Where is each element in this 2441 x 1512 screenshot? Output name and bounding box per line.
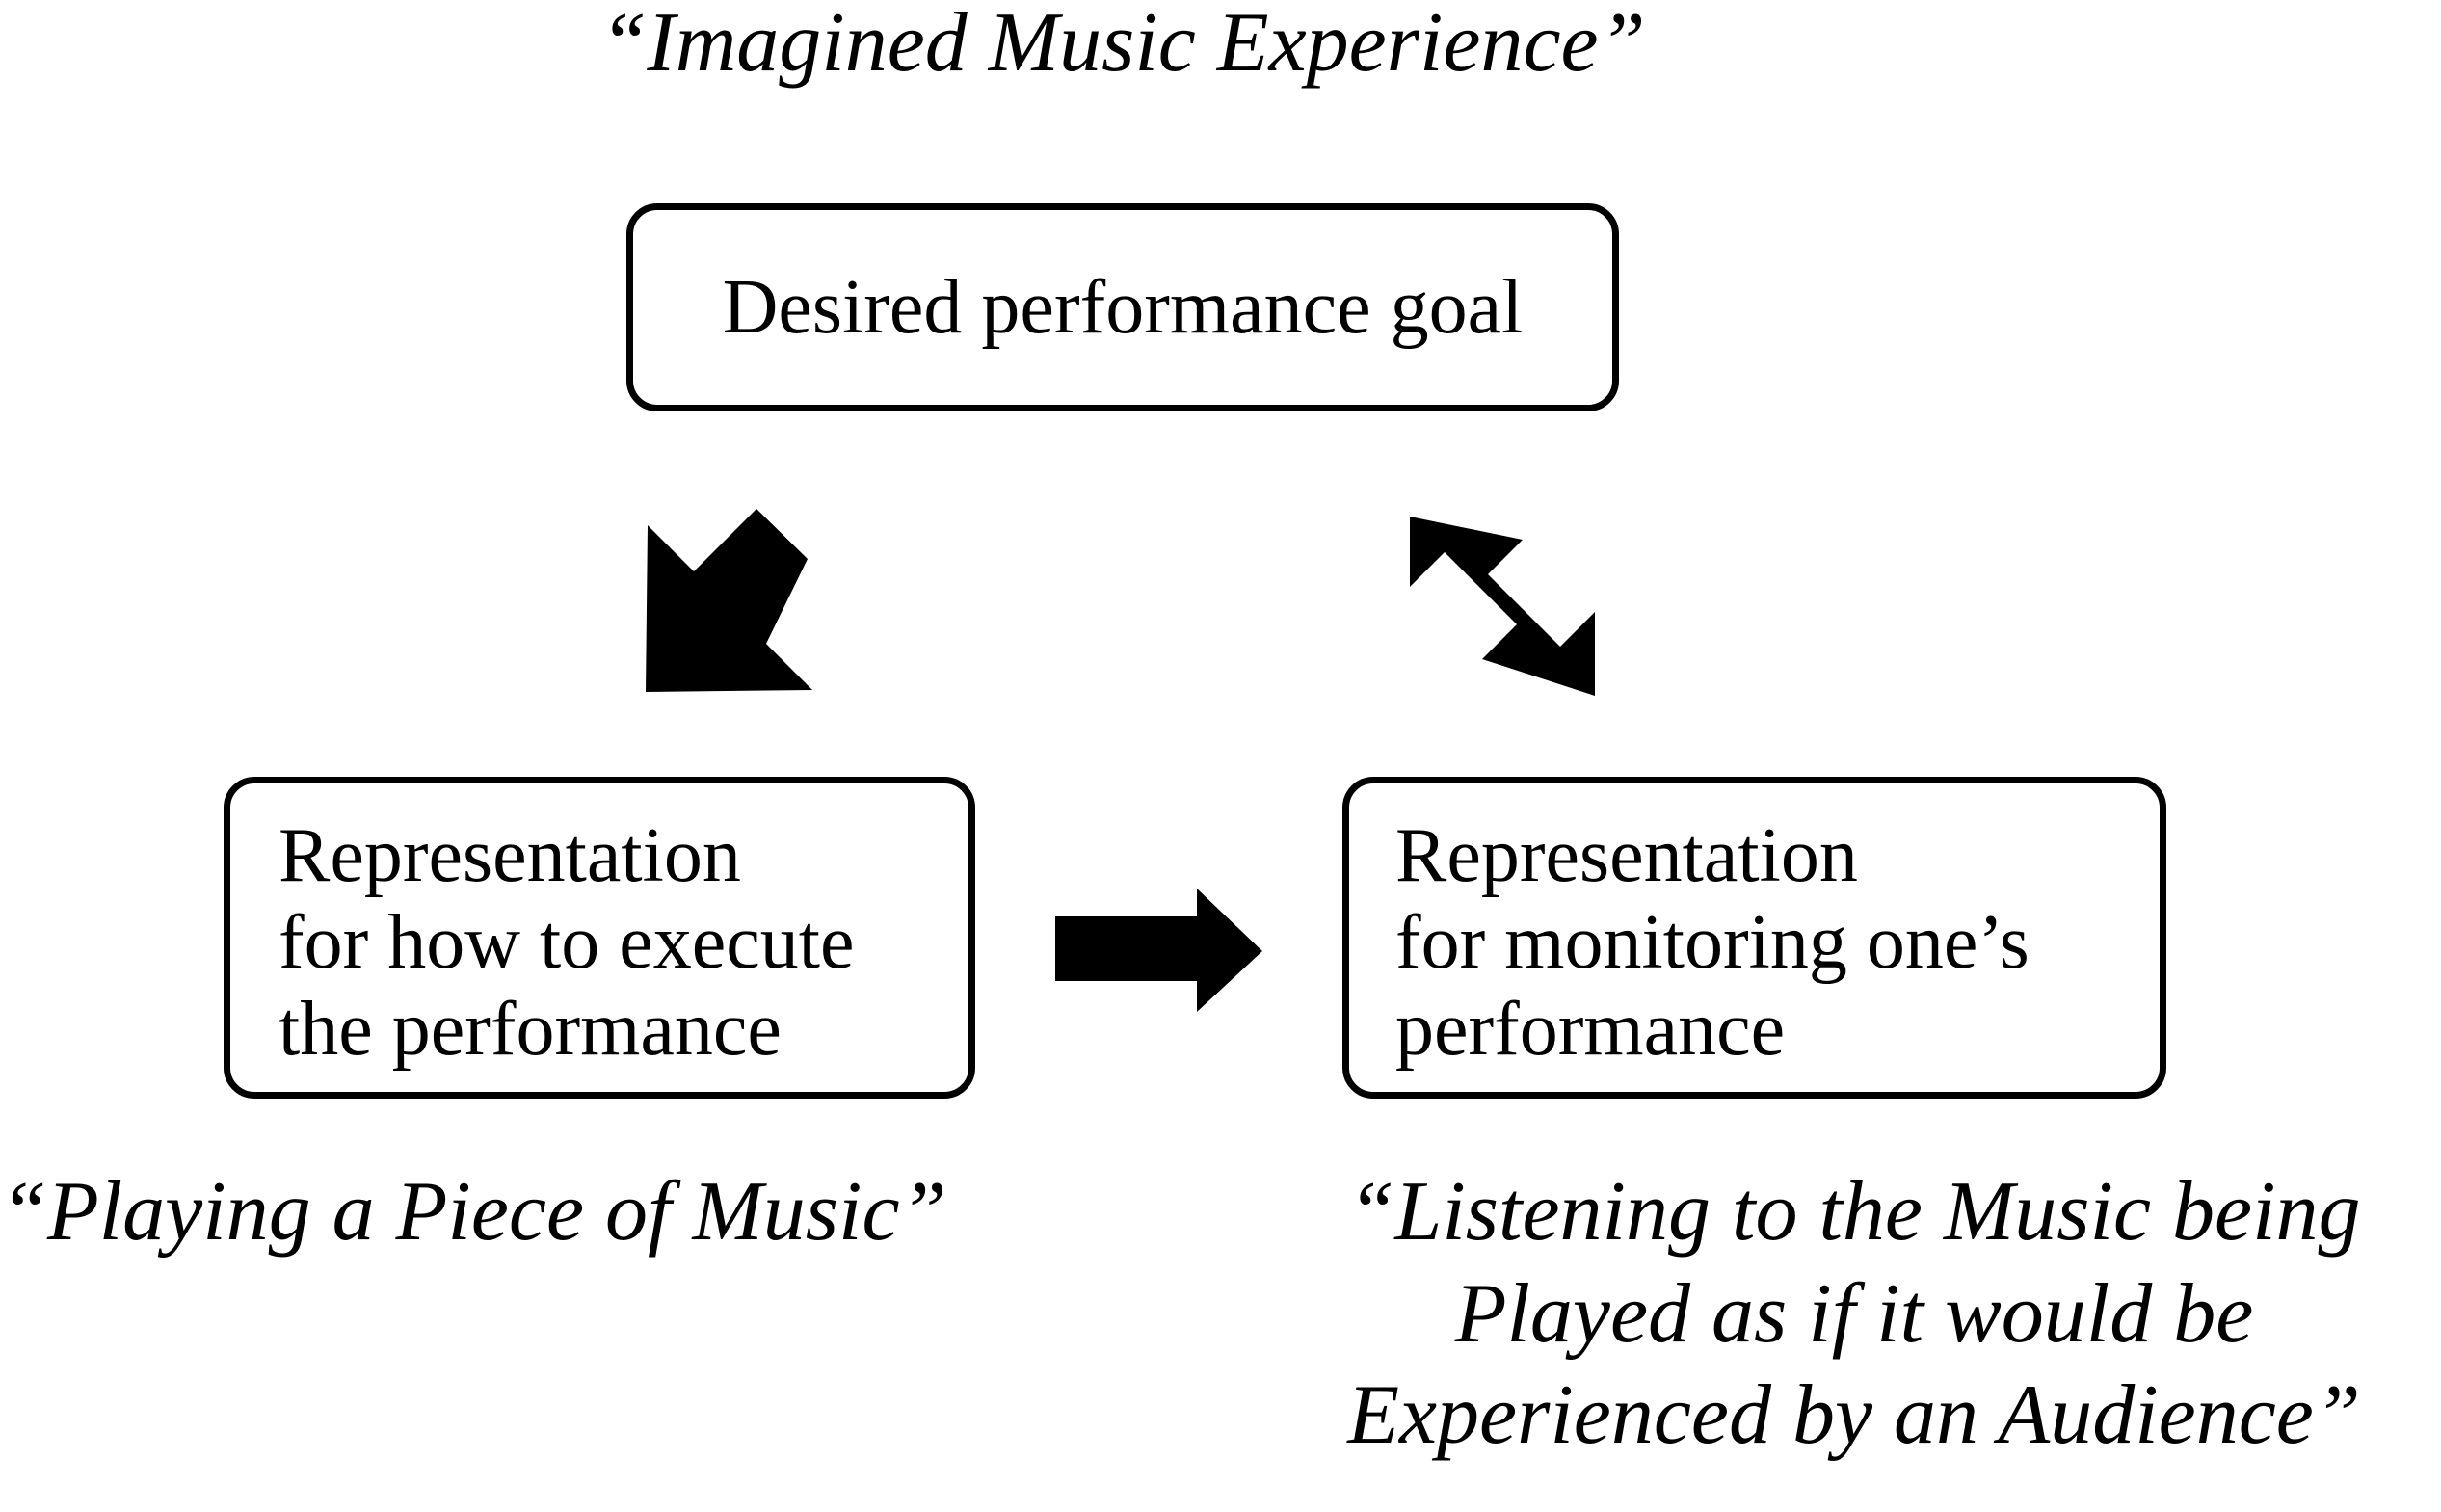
playing-music-caption: “Playing a Piece of Music” [0,1165,947,1259]
goal-monitor-double-arrow [1410,517,1595,696]
execution-label-line-2: for how to execute [279,900,855,985]
goal-to-execute-arrow [646,509,812,692]
desired-goal-label: Desired performance goal [722,265,1524,350]
desired-goal-box: Desired performance goal [626,203,1619,411]
listening-caption-line-3: Experienced by an Audience” [1347,1368,2361,1463]
execution-label-line-3: the performance [279,987,782,1072]
listening-music-caption: “Listening to the Music being Played as … [1267,1161,2441,1467]
execution-representation-box: Representation for how to execute the pe… [224,777,975,1099]
imagined-music-caption: “Imagined Music Experience” [599,0,1646,90]
monitoring-label-line-3: performance [1395,987,1786,1072]
listening-caption-line-2: Played as if it would be [1454,1266,2254,1361]
monitoring-label-line-1: Representation [1395,813,1858,898]
execution-label-line-1: Representation [279,813,741,898]
execute-to-monitor-arrow [1055,889,1262,1012]
monitoring-representation-box: Representation for monitoring one’s perf… [1342,777,2166,1099]
listening-caption-line-1: “Listening to the Music being [1347,1165,2361,1259]
monitoring-label-line-2: for monitoring one’s [1395,900,2030,985]
